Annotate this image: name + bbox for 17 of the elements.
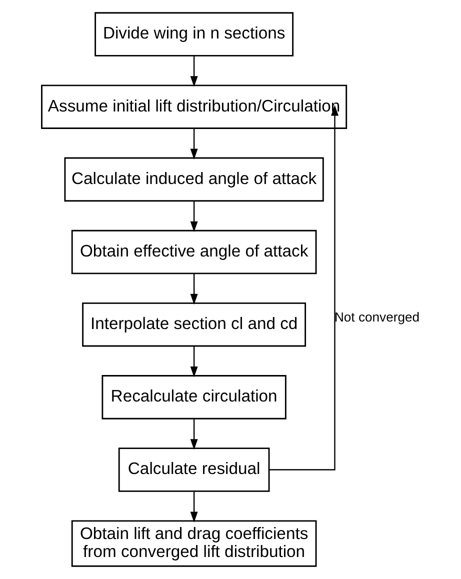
- edge-label: Not converged: [334, 310, 420, 325]
- node-box: Interpolate section cl and cd: [82, 302, 306, 347]
- arrow: [190, 346, 198, 378]
- node-box: Obtain effective angle of attack: [71, 230, 317, 274]
- arrow: [190, 201, 198, 232]
- arrow: [190, 418, 198, 450]
- node-box: Obtain lift and drag coefficients from converged lift distribution: [71, 520, 317, 567]
- arrow: [269, 105, 339, 470]
- arrow: [190, 492, 198, 522]
- arrow: [190, 128, 198, 160]
- arrow: [190, 274, 198, 305]
- arrow: [190, 56, 198, 87]
- node-box: Assume initial lift distribution/Circulation: [41, 84, 348, 129]
- node-box: Divide wing in n sections: [94, 12, 294, 56]
- node-box: Recalculate circulation: [102, 375, 286, 420]
- node-box: Calculate residual: [118, 448, 270, 492]
- node-box: Calculate induced angle of attack: [64, 157, 324, 202]
